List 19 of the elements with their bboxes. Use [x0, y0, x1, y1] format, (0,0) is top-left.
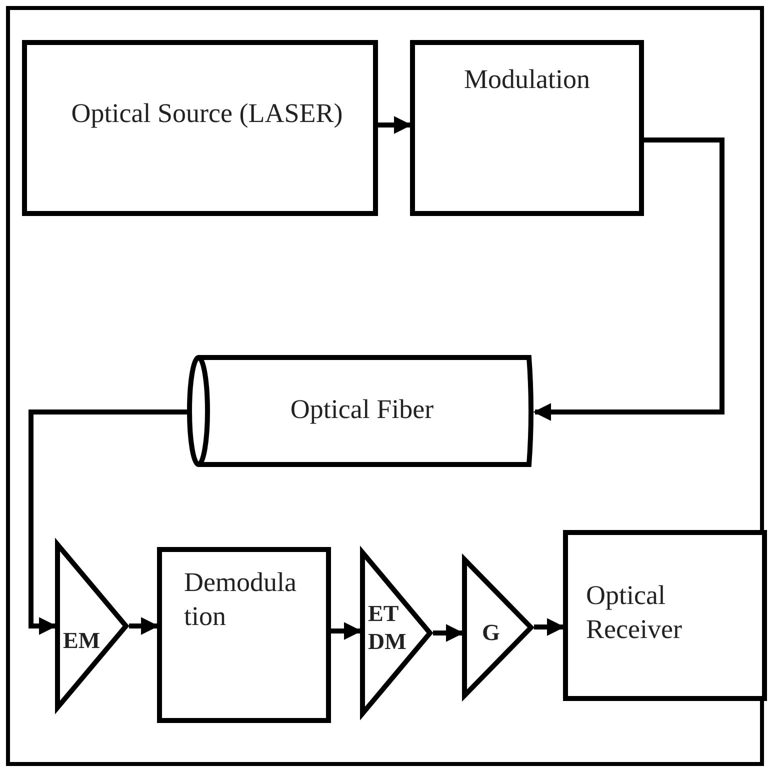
arrow: [331, 622, 362, 640]
node-label: Optical Receiver: [586, 579, 683, 646]
arrow: [28, 410, 187, 635]
node-label: EM: [63, 627, 102, 655]
process-box: [157, 547, 331, 723]
arrow: [534, 618, 565, 636]
node-label: Optical Fiber: [289, 393, 435, 426]
node-label: Optical Source (LASER): [70, 97, 344, 130]
arrow: [433, 624, 464, 642]
arrow: [533, 138, 724, 421]
arrow: [129, 617, 159, 635]
node-label: G: [482, 619, 501, 647]
node-label: ET DM: [368, 600, 408, 656]
process-box: [22, 40, 378, 216]
node-label: Modulation: [463, 63, 591, 96]
arrow: [378, 116, 412, 134]
process-box: [563, 530, 767, 701]
process-box: [410, 40, 644, 216]
node-label: Demodula tion: [184, 566, 298, 633]
